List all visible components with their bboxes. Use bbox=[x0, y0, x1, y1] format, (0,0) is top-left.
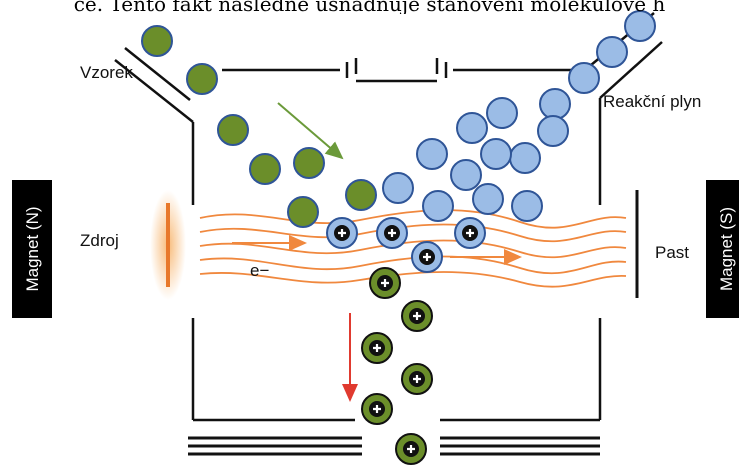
gas-particle bbox=[382, 172, 414, 204]
magnet-south-label: Magnet (S) bbox=[717, 207, 736, 291]
sample-ion bbox=[361, 393, 393, 425]
magnet-north-label: Magnet (N) bbox=[23, 206, 42, 291]
gas-particle bbox=[568, 62, 600, 94]
sample-ion bbox=[369, 267, 401, 299]
sample-particles bbox=[141, 25, 377, 228]
gas-ions bbox=[326, 217, 486, 273]
sample-particle bbox=[217, 114, 249, 146]
exit-slit bbox=[188, 436, 600, 456]
gas-particle bbox=[539, 88, 571, 120]
caption-text: ce. Tento fakt následně usnadňuje stanov… bbox=[73, 0, 666, 14]
gas-ion bbox=[454, 217, 486, 249]
sample-ions bbox=[361, 267, 433, 465]
gas-particle bbox=[509, 142, 541, 174]
electron-label: e− bbox=[250, 261, 269, 280]
gas-particle bbox=[486, 97, 518, 129]
gas-particle bbox=[416, 138, 448, 170]
gas-particle bbox=[450, 159, 482, 191]
sample-ion bbox=[361, 332, 393, 364]
sample-particle bbox=[345, 179, 377, 211]
gas-particle bbox=[422, 190, 454, 222]
sample-flow-arrow bbox=[277, 102, 344, 160]
gas-ion bbox=[326, 217, 358, 249]
gas-ion bbox=[411, 241, 443, 273]
magnet-south: Magnet (S) bbox=[706, 180, 739, 318]
sample-particle bbox=[249, 153, 281, 185]
sample-ion bbox=[401, 300, 433, 332]
sample-particle bbox=[186, 63, 218, 95]
gas-ion bbox=[376, 217, 408, 249]
sample-ion bbox=[395, 433, 427, 465]
sample-particle bbox=[293, 147, 325, 179]
gas-particle bbox=[511, 190, 543, 222]
gas-particle bbox=[624, 10, 656, 42]
sample-label: Vzorek bbox=[80, 63, 133, 82]
sample-particle bbox=[141, 25, 173, 57]
trap-label: Past bbox=[655, 243, 689, 262]
gas-particle bbox=[537, 115, 569, 147]
gas-particle bbox=[480, 138, 512, 170]
reaction-gas-label: Reakční plyn bbox=[603, 92, 701, 111]
chamber-walls bbox=[114, 12, 663, 422]
source-filament bbox=[150, 190, 186, 300]
reaction-gas-particles bbox=[382, 10, 656, 222]
source-label: Zdroj bbox=[80, 231, 119, 250]
magnet-north: Magnet (N) bbox=[12, 180, 52, 318]
gas-particle bbox=[596, 36, 628, 68]
sample-particle bbox=[287, 196, 319, 228]
gas-particle bbox=[472, 183, 504, 215]
sample-ion bbox=[401, 363, 433, 395]
gas-particle bbox=[456, 112, 488, 144]
